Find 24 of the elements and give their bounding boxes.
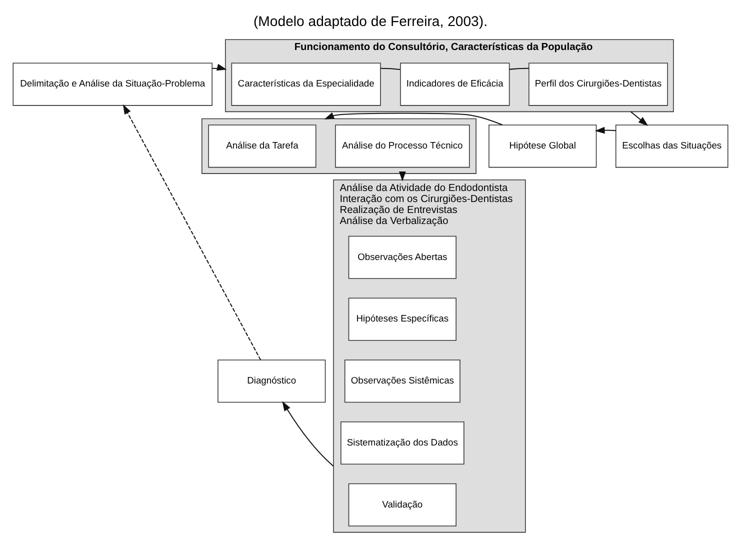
node-box: Hipótese Global	[488, 124, 596, 168]
node-box: Observações Abertas	[348, 236, 456, 279]
node-box: Delimitação e Análise da Situação-Problema	[12, 62, 212, 106]
connector	[380, 68, 400, 70]
node-box: Análise da Tarefa	[208, 124, 316, 168]
cluster	[201, 118, 476, 174]
node-box: Perfil dos Cirurgiões-Dentistas	[528, 62, 668, 106]
node-box: Sistematização dos Dados	[340, 421, 464, 465]
arrow	[630, 111, 648, 126]
arrow	[324, 112, 502, 126]
node-box: Escolhas das Situações	[614, 124, 728, 168]
arrow	[122, 104, 261, 360]
node-box: Hipóteses Específicas	[348, 298, 456, 341]
caption: (Modelo adaptado de Ferreira, 2003).	[253, 12, 487, 29]
connector	[508, 68, 528, 70]
arrow	[594, 126, 616, 134]
node-box: Validação	[348, 483, 456, 526]
node-box: Indicadores de Eficácia	[400, 62, 510, 106]
node-box: Características da Especialidade	[230, 62, 380, 106]
arrow	[282, 401, 334, 467]
node-box: Análise do Processo Técnico	[334, 124, 470, 168]
arrow	[212, 64, 226, 71]
node-box: Diagnóstico	[217, 360, 326, 403]
node-box: Observações Sistêmicas	[344, 360, 460, 403]
